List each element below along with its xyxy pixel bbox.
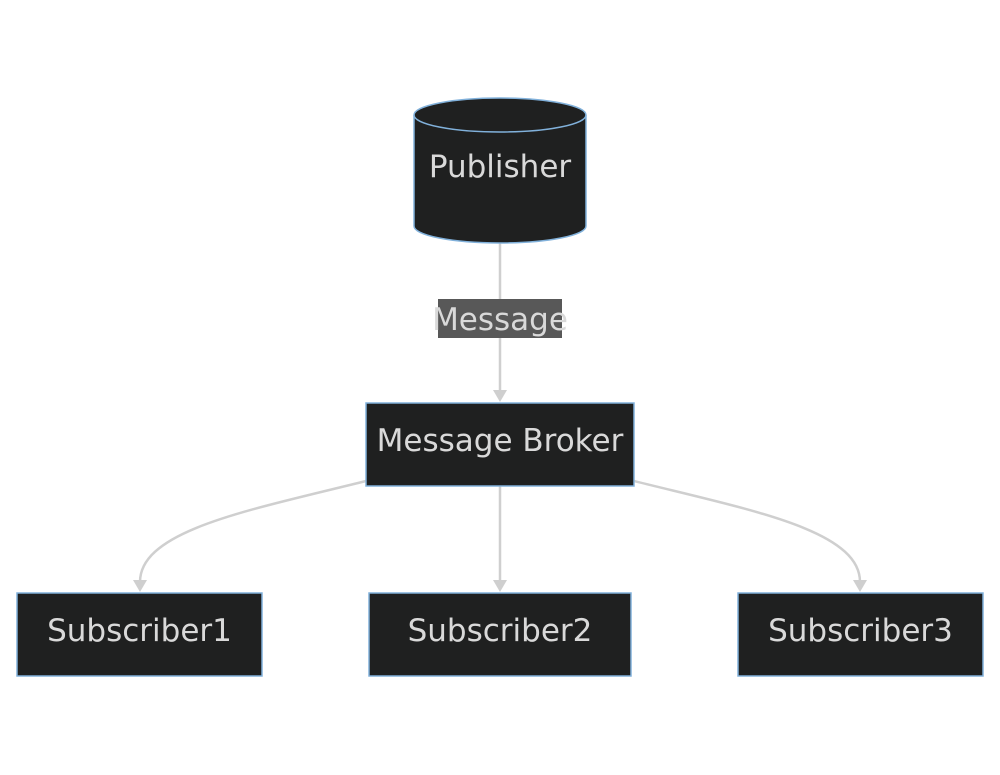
arrowhead [133, 580, 147, 592]
node-message-broker[interactable]: Message Broker [365, 402, 635, 487]
arrowhead [493, 390, 507, 402]
node-label: Subscriber2 [408, 613, 593, 649]
node-label: Subscriber1 [47, 613, 232, 649]
node-box [737, 592, 984, 677]
node-box [368, 592, 632, 677]
cylinder-body [413, 97, 587, 244]
node-subscriber1[interactable]: Subscriber1 [16, 592, 263, 677]
arrowhead [853, 580, 867, 592]
node-box [365, 402, 635, 487]
node-label: Message Broker [377, 423, 624, 459]
node-label: Publisher [429, 149, 572, 185]
arrowhead [493, 580, 507, 592]
cylinder-rim [413, 114, 587, 133]
edge-line [138, 479, 367, 583]
node-box [16, 592, 263, 677]
node-subscriber3[interactable]: Subscriber3 [737, 592, 984, 677]
edge-broker-to-subscriber2 [493, 486, 507, 592]
edge-line [633, 479, 862, 583]
edge-label: Message [432, 302, 568, 338]
node-publisher[interactable]: Publisher [413, 97, 587, 244]
node-subscriber2[interactable]: Subscriber2 [368, 592, 632, 677]
edge-broker-to-subscriber3 [633, 479, 867, 592]
node-label: Subscriber3 [768, 613, 953, 649]
edge-label-background [438, 299, 562, 338]
edge-label-message: Message [432, 299, 568, 338]
edge-broker-to-subscriber1 [133, 479, 367, 592]
